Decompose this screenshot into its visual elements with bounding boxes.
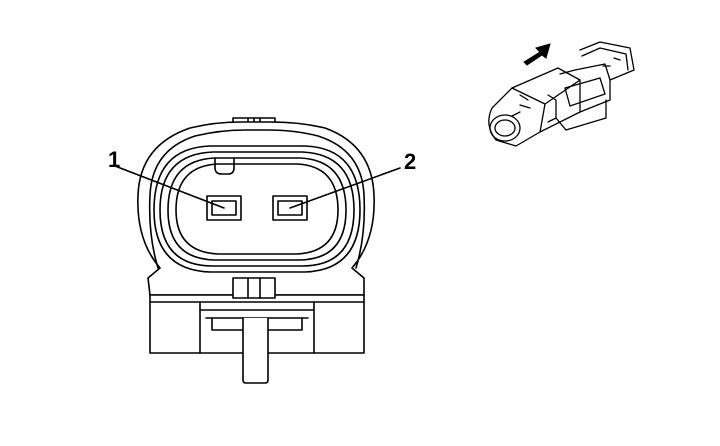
inset-connector — [488, 41, 635, 147]
pin-terminal-1-inner — [211, 200, 237, 216]
housing-inner-edge — [148, 129, 366, 269]
leader-line-2 — [289, 167, 401, 209]
outer-housing — [137, 121, 375, 296]
pin-terminal-1 — [206, 195, 242, 221]
seal-ring-outer — [153, 145, 361, 273]
keying-notch — [214, 157, 235, 175]
seal-ring-inner — [167, 157, 347, 261]
leader-line-1 — [114, 165, 225, 209]
pin-terminal-2-inner — [277, 200, 303, 216]
pin-terminal-2 — [272, 195, 308, 221]
bottom-stem — [242, 317, 269, 384]
arrow-icon — [523, 43, 551, 66]
pin-label-1: 1 — [108, 147, 120, 172]
pin-label-2: 2 — [404, 149, 416, 174]
lower-latch — [232, 277, 276, 299]
connector-front-view — [137, 117, 375, 384]
